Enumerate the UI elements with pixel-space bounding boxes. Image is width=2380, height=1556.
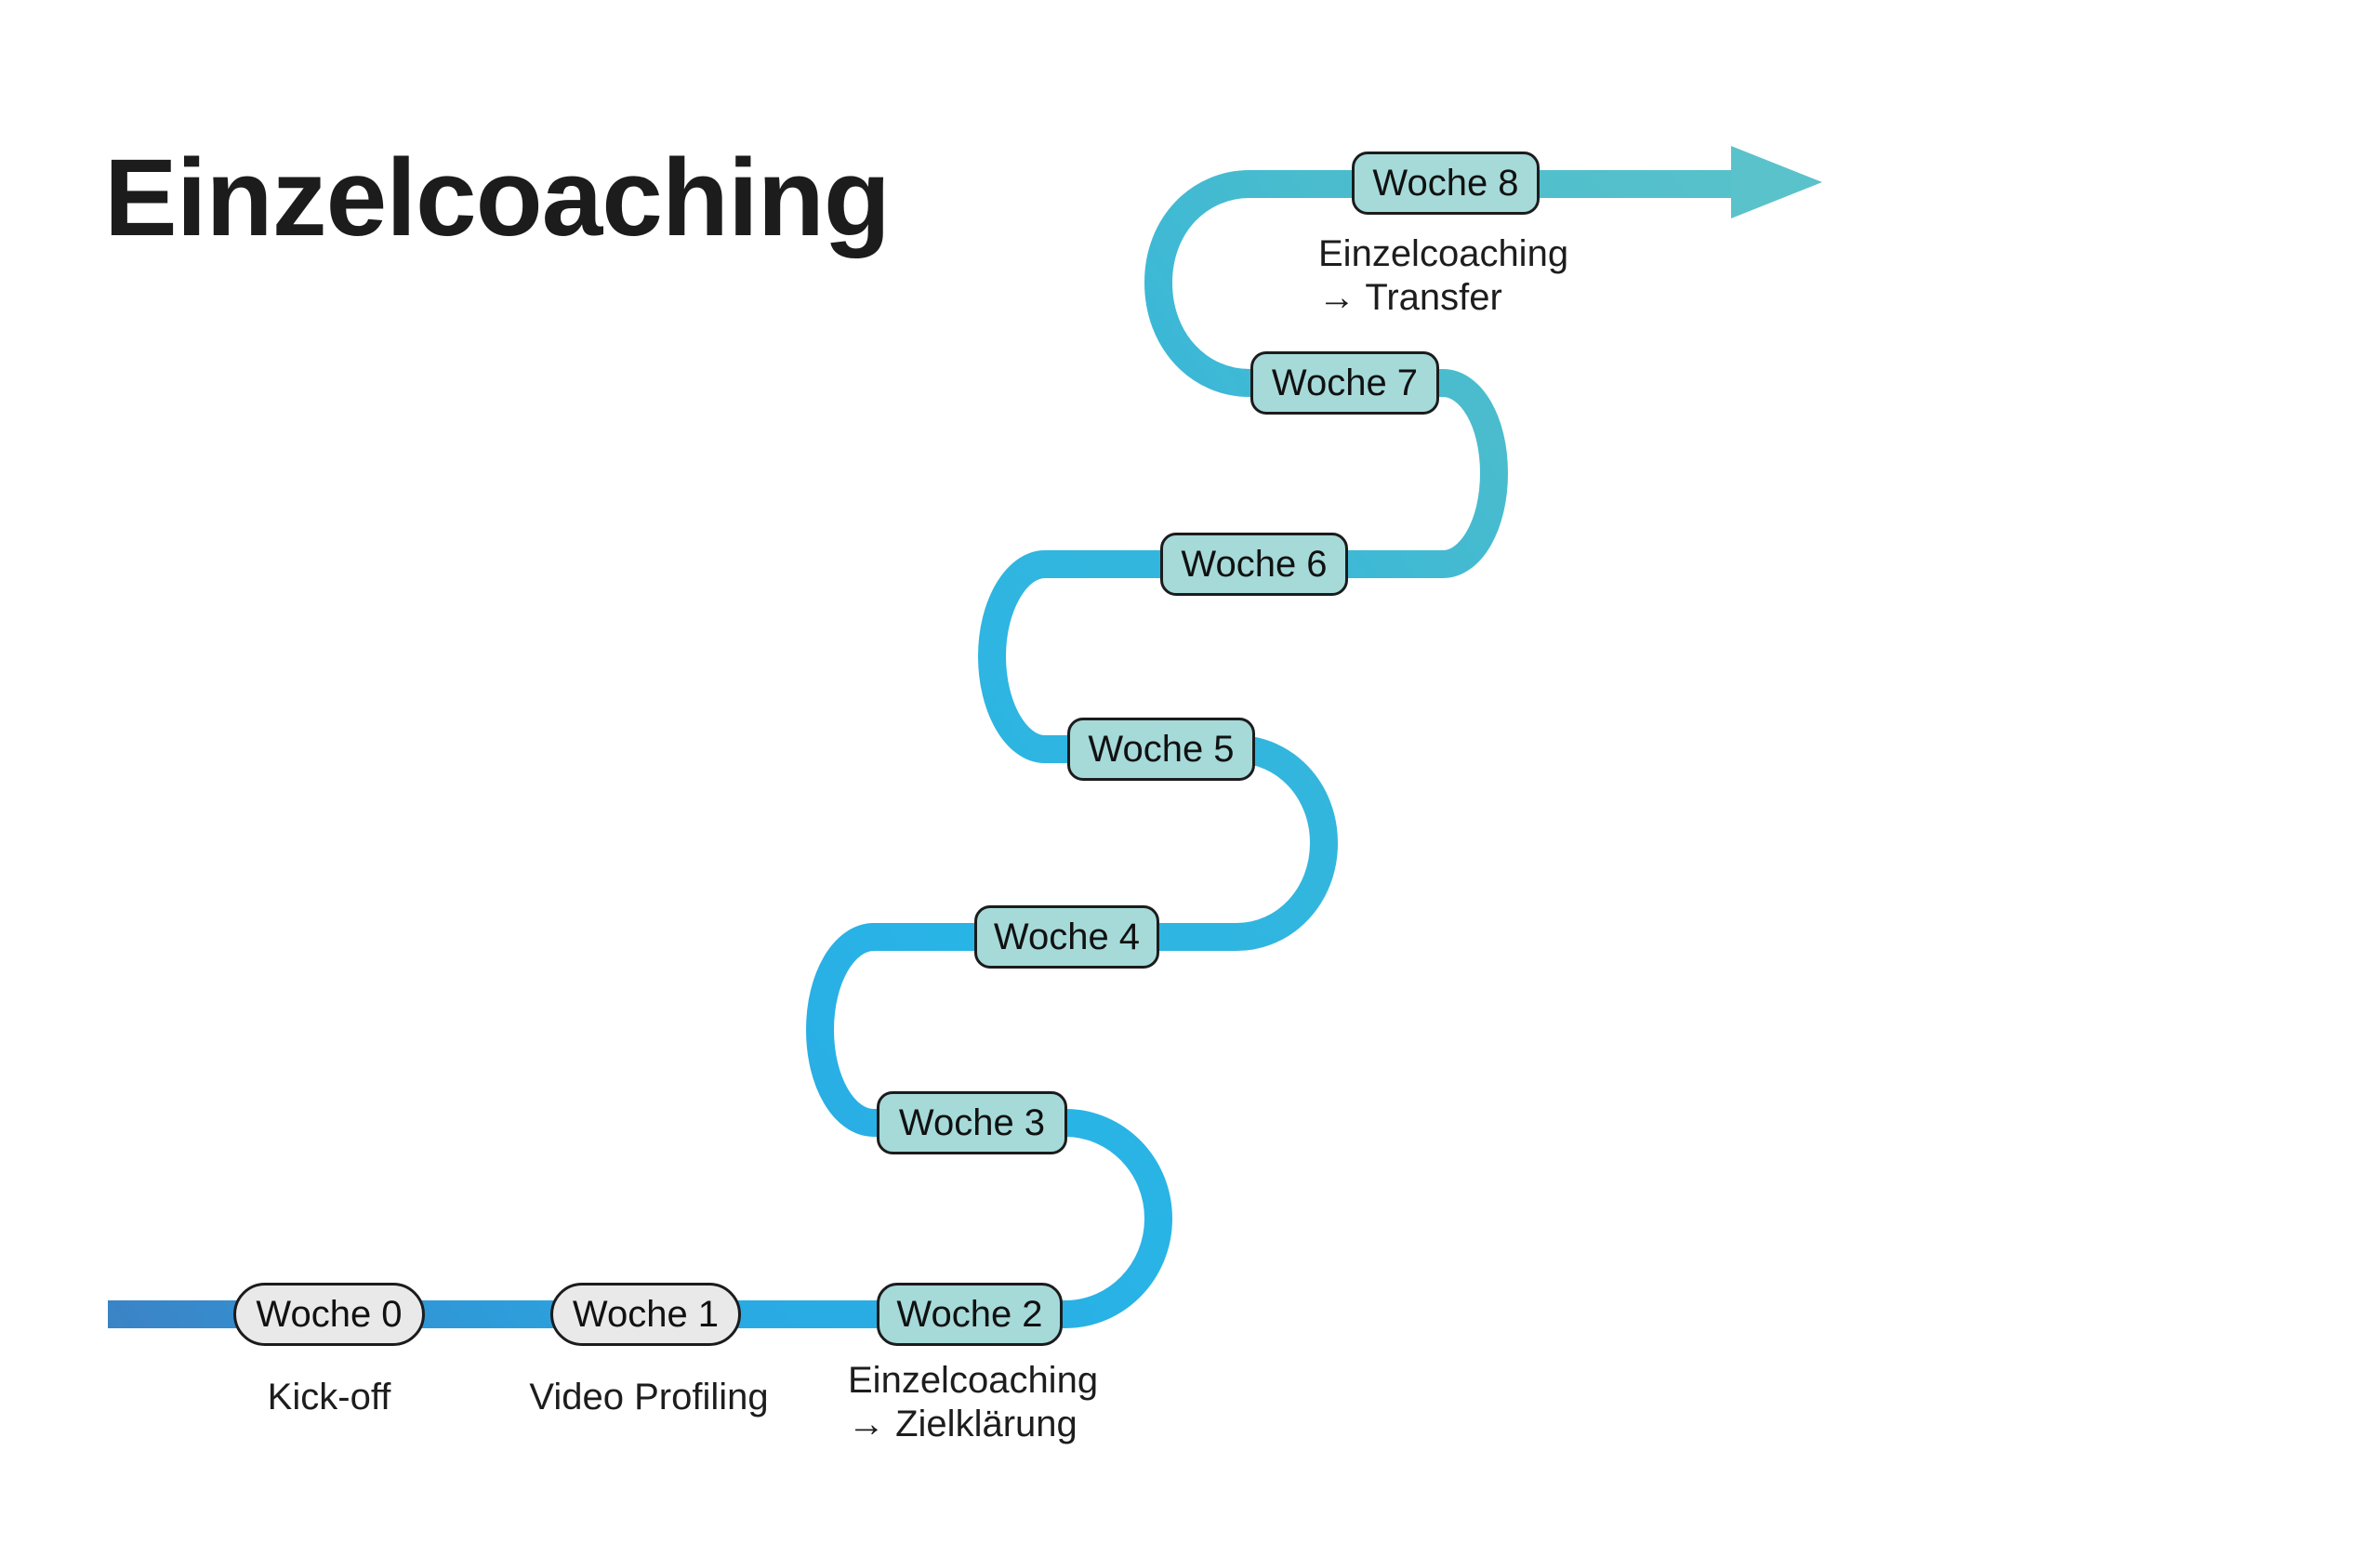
pill-woche-4: Woche 4 — [974, 905, 1159, 969]
label-woche-2-line1: Einzelcoaching — [848, 1360, 1099, 1401]
pill-woche-2: Woche 2 — [877, 1283, 1063, 1346]
label-woche-2-line2: → Zielklärung — [848, 1404, 1078, 1444]
label-woche-8-line2: → Transfer — [1318, 277, 1502, 318]
pill-woche-6: Woche 6 — [1160, 533, 1348, 596]
arrowhead-icon — [1731, 146, 1822, 218]
pill-woche-7: Woche 7 — [1250, 351, 1439, 415]
pill-woche-5: Woche 5 — [1067, 718, 1255, 781]
label-woche-8-line1: Einzelcoaching — [1318, 233, 1569, 274]
pill-woche-1: Woche 1 — [550, 1283, 741, 1346]
page-title: Einzelcoaching — [104, 137, 891, 259]
label-kick-off: Kick-off — [267, 1377, 391, 1418]
label-video-profiling: Video Profiling — [529, 1377, 769, 1418]
pill-woche-3: Woche 3 — [877, 1091, 1067, 1154]
label-woche-8-sublabel: Einzelcoaching → Transfer — [1318, 232, 1568, 320]
label-woche-2-sublabel: Einzelcoaching → Zielklärung — [848, 1359, 1098, 1446]
pill-woche-8: Woche 8 — [1352, 152, 1540, 215]
pill-woche-0: Woche 0 — [233, 1283, 425, 1346]
